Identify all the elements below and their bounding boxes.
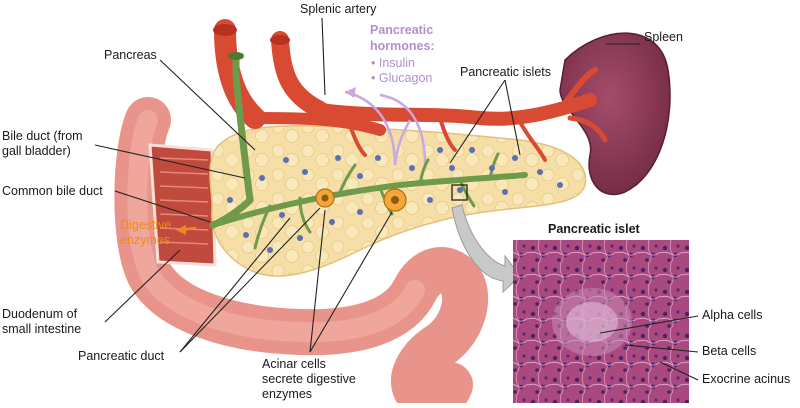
label-alpha-cells: Alpha cells (702, 308, 763, 322)
label-spleen: Spleen (644, 30, 683, 44)
pancreatic-islets (227, 147, 563, 253)
label-duodenum-line1: Duodenum of (2, 307, 78, 321)
label-pancreatic-islet-title: Pancreatic islet (548, 222, 640, 236)
leader-lines (94, 17, 699, 381)
label-bile-duct-line1: Bile duct (from (2, 129, 83, 143)
islet-zoom-box (451, 184, 468, 201)
acinar-cells (315, 188, 407, 212)
label-digestive-enzymes-line1: Digestive (120, 218, 172, 232)
label-splenic-artery: Splenic artery (300, 2, 377, 16)
label-digestive-enzymes-line2: enzymes (120, 233, 171, 247)
label-insulin: • Insulin (371, 56, 415, 70)
label-pancreatic-duct: Pancreatic duct (78, 349, 165, 363)
label-bile-duct-line2: gall bladder) (2, 144, 71, 158)
label-exocrine-acinus: Exocrine acinus (702, 372, 791, 386)
zoom-arrow (451, 204, 521, 294)
label-glucagon: • Glucagon (371, 71, 433, 85)
duct-system (209, 71, 528, 250)
hormone-arrows (344, 90, 427, 166)
label-acinar-line1: Acinar cells (262, 357, 326, 371)
label-pancreatic-hormones-title: Pancreatic hormones: (370, 23, 435, 53)
duodenum-cutaway (148, 143, 217, 267)
label-pancreas: Pancreas (104, 48, 157, 62)
label-pancreatic-hormones: Pancreatic hormones: (370, 22, 450, 54)
label-acinar-line3: enzymes (262, 387, 313, 401)
label-acinar-line2: secrete digestive (262, 372, 356, 386)
label-common-bile-duct: Common bile duct (2, 184, 103, 198)
label-duodenum-line2: small intestine (2, 322, 82, 336)
label-pancreatic-islets: Pancreatic islets (460, 65, 552, 79)
label-beta-cells: Beta cells (702, 344, 757, 358)
